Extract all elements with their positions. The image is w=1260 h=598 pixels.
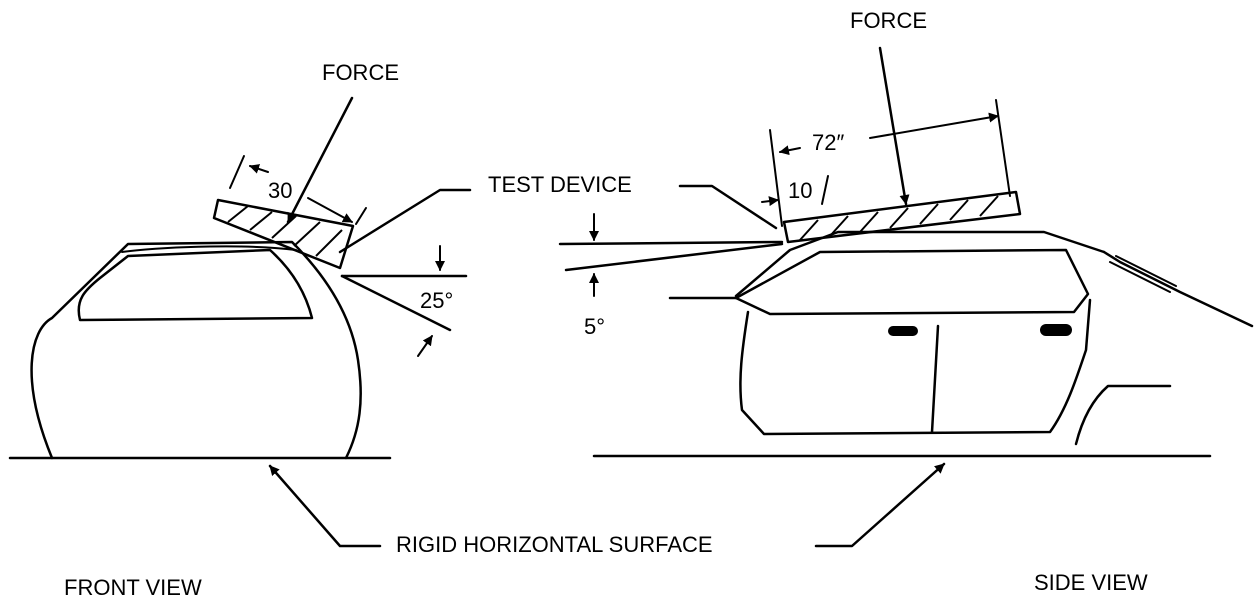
front-view-car [30, 240, 362, 460]
door-handle-front [888, 326, 918, 336]
front-view-label: FRONT VIEW [64, 575, 202, 598]
side-dim-72-label: 72″ [812, 130, 844, 155]
side-force-label: FORCE [850, 8, 927, 33]
side-view-label: SIDE VIEW [1034, 570, 1148, 595]
test-device-label: TEST DEVICE [488, 172, 632, 197]
front-dim-30-label: 30 [268, 178, 292, 203]
angle-5-label: 5° [584, 314, 605, 339]
front-force-arrow [286, 96, 354, 224]
rigid-surface-leader-front [268, 464, 382, 548]
angle-5-indicator [558, 213, 784, 297]
side-dim-72 [761, 99, 1011, 227]
side-force-arrow [878, 46, 910, 206]
side-view-car [668, 230, 1254, 446]
door-handle-rear [1040, 324, 1072, 336]
rigid-surface-label: RIGID HORIZONTAL SURFACE [396, 532, 713, 557]
front-dim-30 [229, 155, 367, 225]
angle-25-label: 25° [420, 288, 453, 313]
test-device-leader-side [678, 184, 778, 230]
front-force-label: FORCE [322, 60, 399, 85]
front-test-device [212, 198, 355, 270]
rigid-surface-leader-side [814, 462, 946, 548]
side-dim-10-label: 10 [788, 178, 812, 203]
test-device-leader-front [338, 188, 472, 254]
side-test-device [782, 190, 1022, 244]
angle-25-indicator [340, 245, 468, 357]
